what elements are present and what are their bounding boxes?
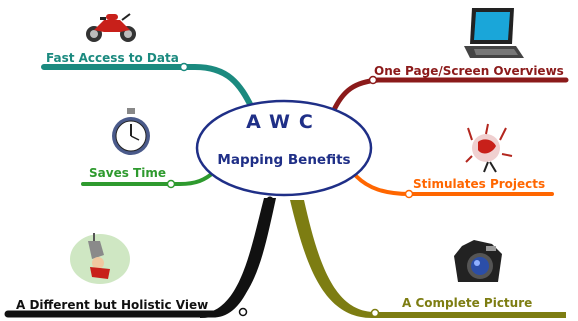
label-holistic-view: A Different but Holistic View	[16, 298, 209, 312]
label-stimulates: Stimulates Projects	[413, 177, 546, 191]
connector-dot	[166, 179, 176, 189]
label-fast-access: Fast Access to Data	[46, 51, 179, 65]
laptop-icon	[464, 8, 524, 58]
camera-icon	[454, 240, 502, 282]
connector-dot	[368, 75, 378, 85]
stopwatch-icon	[112, 108, 150, 155]
brainstorm-figure-icon	[465, 123, 513, 173]
label-saves-time: Saves Time	[89, 166, 166, 180]
hanging-person-icon	[70, 233, 130, 284]
connector-dot	[238, 307, 248, 317]
center-node	[195, 99, 373, 197]
branch-holistic-thick	[200, 198, 276, 318]
label-one-page: One Page/Screen Overviews	[374, 64, 564, 78]
center-title: AWC	[246, 111, 322, 133]
center-subtitle: Mapping Benefits	[217, 152, 351, 168]
branch-fast-access	[41, 64, 255, 111]
branch-one-page	[330, 77, 569, 115]
connector-dot	[370, 308, 380, 318]
motorcycle-icon	[86, 13, 136, 42]
connector-dot	[404, 189, 414, 199]
label-complete-picture: A Complete Picture	[402, 296, 533, 310]
connector-dot	[179, 62, 189, 72]
